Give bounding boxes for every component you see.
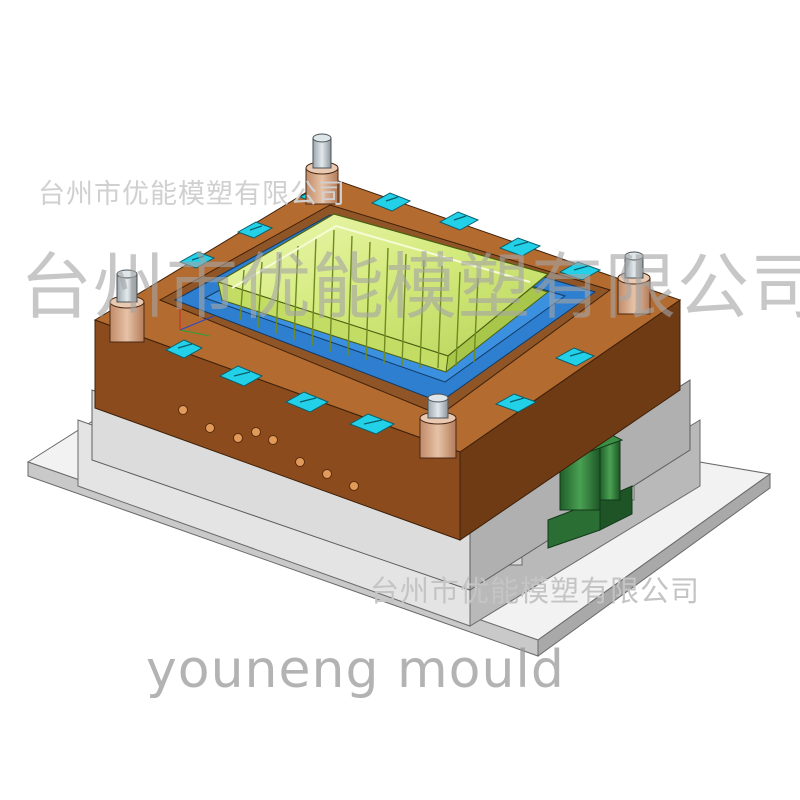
watermark-company-top: 台州市优能模塑有限公司 [38,179,346,210]
guide-pin-top [305,133,339,205]
guide-pin-right [617,251,651,315]
watermark-english: youneng mould [146,640,565,700]
watermark-company-center: 台州市优能模塑有限公司 [20,245,800,329]
watermark-company-lower: 台州市优能模塑有限公司 [370,574,701,608]
lock-pads [164,186,602,435]
cooling-holes [178,405,359,491]
guide-pin-left [109,269,145,343]
molded-crate [216,213,550,373]
axis-triad [179,306,215,337]
guide-pin-front [419,393,457,459]
